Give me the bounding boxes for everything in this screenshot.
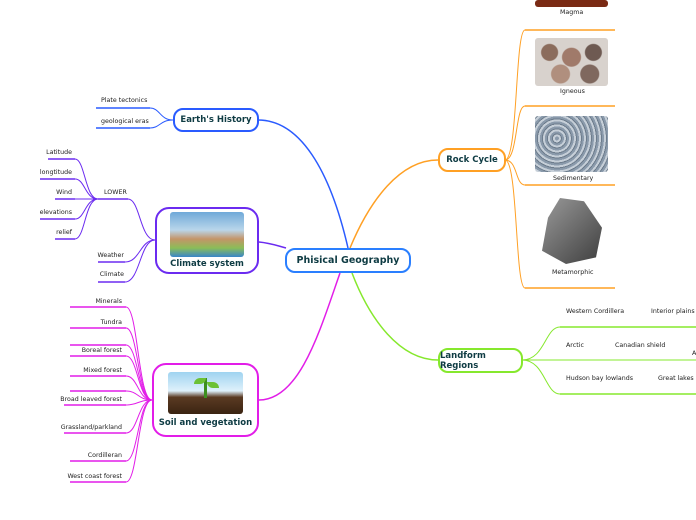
central-topic-label: Phisical Geography xyxy=(296,255,400,266)
leaf-soil-vegetation[interactable]: Tundra xyxy=(100,319,122,326)
leaf-soil-vegetation[interactable]: Minerals xyxy=(95,298,122,305)
leaf-western-cordillera[interactable]: Western Cordillera xyxy=(566,308,625,315)
leaf-great-lakes[interactable]: Great lakes xyxy=(658,375,694,382)
leaf-igneous[interactable]: Igneous xyxy=(560,88,585,95)
leaf-weather[interactable]: Weather xyxy=(97,252,124,259)
topic-soil-and-vegetation[interactable]: Soil and vegetation xyxy=(152,363,259,437)
leaf-soil-vegetation[interactable]: Grassland/parkland xyxy=(60,424,122,431)
sedimentary-gravel-image xyxy=(535,116,608,172)
igneous-rocks-image xyxy=(535,38,608,86)
leaf-a[interactable]: A xyxy=(692,350,696,357)
leaf-lower[interactable]: LOWER xyxy=(104,189,127,196)
soil-connector xyxy=(125,399,153,483)
topic-earths-history[interactable]: Earth's History xyxy=(173,108,259,132)
soil-connector xyxy=(125,399,153,462)
topic-rock-cycle[interactable]: Rock Cycle xyxy=(438,148,506,172)
magma-image xyxy=(535,0,608,7)
soil-connector xyxy=(125,355,153,401)
leaf-relief[interactable]: relief xyxy=(56,229,72,236)
topic-label: Rock Cycle xyxy=(446,155,498,165)
leaf-latitude[interactable]: Latitude xyxy=(46,149,72,156)
topic-label: Climate system xyxy=(170,259,244,269)
leaf-arctic[interactable]: Arctic xyxy=(566,342,584,349)
leaf-canadian-shield[interactable]: Canadian shield xyxy=(615,342,666,349)
leaf-soil-vegetation[interactable]: Boreal forest xyxy=(81,347,122,354)
topic-label: Earth's History xyxy=(180,115,252,125)
leaf-metamorphic[interactable]: Metamorphic xyxy=(552,269,594,276)
leaf-sedimentary[interactable]: Sedimentary xyxy=(553,175,594,182)
topic-label: Soil and vegetation xyxy=(158,418,253,428)
seedling-image xyxy=(168,372,243,414)
leaf-soil-vegetation[interactable]: Mixed forest xyxy=(83,367,122,374)
leaf-plate-tectonics[interactable]: Plate tectonics xyxy=(101,97,148,104)
leaf-wind[interactable]: Wind xyxy=(56,189,72,196)
topic-climate-system[interactable]: Climate system xyxy=(155,207,259,274)
leaf-climate[interactable]: Climate xyxy=(99,271,124,278)
leaf-interior-plains[interactable]: Interior plains xyxy=(651,308,695,315)
leaf-soil-vegetation[interactable]: Broad leaved forest xyxy=(60,396,122,403)
leaf-soil-vegetation[interactable]: Cordilleran xyxy=(87,452,122,459)
topic-label: Landform Regions xyxy=(440,350,486,371)
leaf-hudson-bay-lowlands[interactable]: Hudson bay lowlands xyxy=(566,375,634,382)
leaf-soil-vegetation[interactable]: West coast forest xyxy=(67,473,122,480)
soil-connector xyxy=(125,306,153,401)
central-topic[interactable]: Phisical Geography xyxy=(285,248,411,273)
leaf-longtitude[interactable]: longtitude xyxy=(39,169,72,176)
topic-landform-regions[interactable]: Landform Regions xyxy=(438,348,523,373)
climate-diagram-image xyxy=(170,212,244,257)
leaf-geological-eras[interactable]: geological eras xyxy=(101,118,149,125)
leaf-magma[interactable]: Magma xyxy=(560,9,584,16)
leaf-elevations[interactable]: elevations xyxy=(39,209,72,216)
